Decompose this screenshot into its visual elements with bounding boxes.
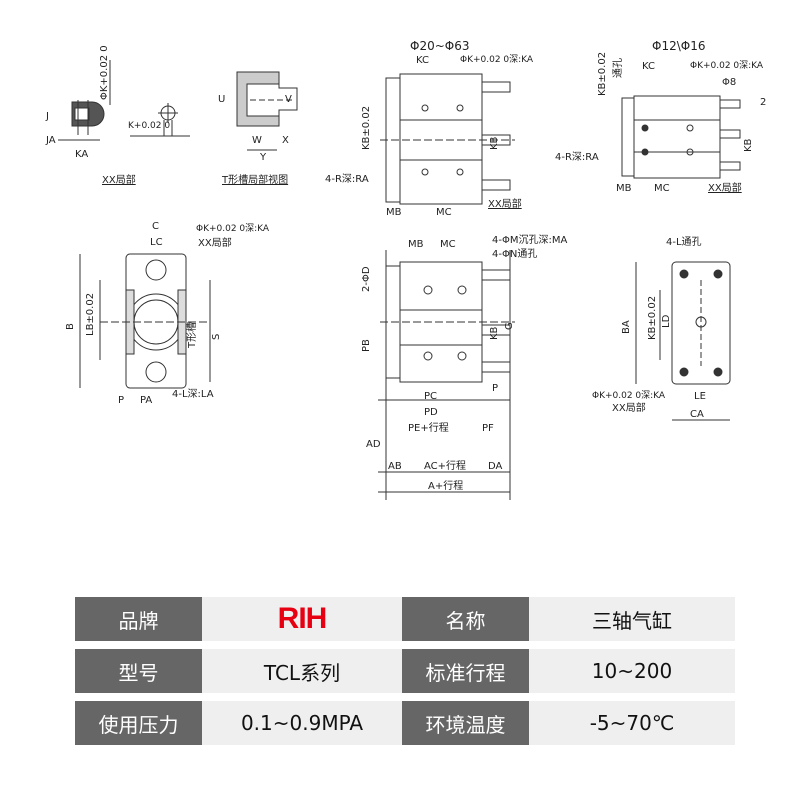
brand-text: RIH (277, 602, 328, 635)
top-view-small-drawing (621, 95, 741, 179)
label-kb: KB (489, 136, 500, 150)
spec-value: 三轴气缸 (529, 597, 735, 641)
label-phik-ka2: ΦK+0.02 0深:KA (690, 61, 764, 71)
label-v: V (285, 94, 292, 105)
label-b: B (65, 323, 76, 330)
label-ja: JA (46, 135, 56, 146)
label-4l-through: 4-L通孔 (666, 237, 702, 248)
side-view-drawing (378, 250, 515, 500)
label-j: J (46, 111, 49, 122)
label-4r2: 4-R深:RA (555, 152, 599, 163)
label-da: DA (488, 461, 503, 472)
spec-key: 品牌 (75, 597, 202, 641)
label-p: P (118, 395, 125, 406)
label-pb: PB (361, 339, 372, 352)
spec-row: 使用压力 0.1~0.9MPA 环境温度 -5~70℃ (75, 701, 735, 745)
label-xx: XX局部 (488, 199, 522, 210)
label-mb: MB (386, 207, 402, 218)
t-slot-caption: T形槽局部视图 (222, 175, 289, 186)
brand-logo: RIH (202, 597, 402, 641)
label-xx2: XX局部 (708, 183, 742, 194)
label-2d: 2-ΦD (361, 266, 372, 292)
label-phik-ka4: ΦK+0.02 0深:KA (592, 391, 666, 401)
label-a: A+行程 (428, 481, 464, 492)
label-through-hole: 通孔 (613, 58, 624, 78)
rear-view-drawing (635, 261, 731, 421)
label-4n: 4-ΦN通孔 (492, 249, 538, 260)
label-kb-tol: KB±0.02 (361, 105, 372, 150)
label-ka: KA (75, 149, 89, 160)
label-phik-ka3: ΦK+0.02 0深:KA (196, 224, 270, 234)
label-phik: ΦK+0.02 0 (99, 45, 110, 100)
label-p3: P (492, 383, 499, 394)
label-kb2: KB (743, 138, 754, 152)
label-x: X (282, 135, 289, 146)
spec-key: 使用压力 (75, 701, 202, 745)
label-mb2: MB (616, 183, 632, 194)
label-ca: CA (690, 409, 704, 420)
spec-key: 名称 (402, 597, 529, 641)
label-phi8: Φ8 (722, 77, 737, 88)
label-ba: BA (621, 320, 632, 334)
label-kc: KC (416, 55, 429, 66)
label-t-slot: T形槽 (187, 321, 198, 348)
front-view-drawing (79, 253, 211, 389)
label-pa: PA (140, 395, 153, 406)
technical-drawings (58, 60, 741, 500)
label-w: W (252, 135, 262, 146)
label-pd: PD (424, 407, 438, 418)
label-mc3: MC (440, 239, 456, 250)
k-detail-drawing (130, 103, 190, 137)
spec-value: 0.1~0.9MPA (202, 701, 402, 745)
label-c: C (152, 221, 159, 232)
spec-table: 品牌 RIH 名称 三轴气缸 型号 TCL系列 标准行程 10~200 使用压力… (75, 597, 735, 753)
label-kb4: KB±0.02 (647, 295, 658, 340)
spec-row: 品牌 RIH 名称 三轴气缸 (75, 597, 735, 641)
label-mc2: MC (654, 183, 670, 194)
label-ad: AD (366, 439, 381, 450)
label-ld: LD (661, 314, 672, 328)
xx-detail-caption: XX局部 (102, 175, 136, 186)
label-kb-tol2: KB±0.02 (597, 51, 608, 96)
label-4r: 4-R深:RA (325, 174, 369, 185)
label-y: Y (260, 152, 267, 163)
label-pf: PF (482, 423, 494, 434)
spec-value: TCL系列 (202, 649, 402, 693)
spec-value: -5~70℃ (529, 701, 735, 745)
label-le: LE (694, 391, 706, 402)
spec-key: 型号 (75, 649, 202, 693)
label-pe: PE+行程 (408, 423, 449, 434)
top-view-large-drawing (380, 73, 515, 205)
spec-key: 环境温度 (402, 701, 529, 745)
spec-value: 10~200 (529, 649, 735, 693)
xx-detail-drawing (58, 60, 111, 141)
large-size-title: Φ20~Φ63 (410, 39, 470, 53)
label-phik-ka: ΦK+0.02 0深:KA (460, 55, 534, 65)
label-4l: 4-L深:LA (172, 389, 214, 400)
label-mb3: MB (408, 239, 424, 250)
label-kc2: KC (642, 61, 655, 72)
label-mc: MC (436, 207, 452, 218)
label-k: K+0.02 0 (128, 121, 171, 131)
label-ab: AB (388, 461, 402, 472)
label-u: U (218, 94, 226, 105)
label-g: G (504, 322, 515, 330)
spec-key: 标准行程 (402, 649, 529, 693)
t-slot-drawing (236, 71, 298, 151)
label-kb3: KB (489, 326, 500, 340)
label-lb: LB±0.02 (85, 292, 96, 336)
label-xx4: XX局部 (612, 403, 646, 414)
label-4m: 4-ΦM沉孔深:MA (492, 235, 568, 246)
small-size-title: Φ12\Φ16 (652, 39, 706, 53)
label-lc: LC (150, 237, 163, 248)
label-xx3: XX局部 (198, 238, 232, 249)
label-ac: AC+行程 (424, 461, 467, 472)
label-2: 2 (760, 97, 767, 108)
label-pc: PC (424, 391, 438, 402)
spec-row: 型号 TCL系列 标准行程 10~200 (75, 649, 735, 693)
label-s: S (211, 333, 222, 340)
